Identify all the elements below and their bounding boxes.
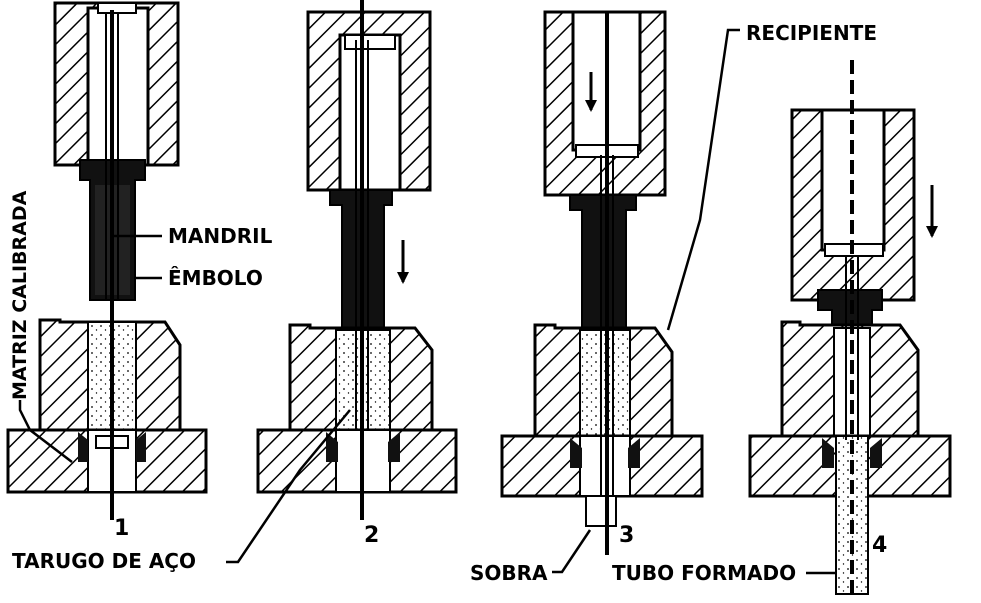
arrow-down-icon [397,240,409,284]
label-recipiente: RECIPIENTE [746,21,877,45]
arrow-down-icon [926,185,938,238]
label-sobra: SOBRA [470,561,548,585]
label-embolo: ÊMBOLO [168,266,263,290]
ram-stage-3 [569,194,637,331]
stage-4 [748,60,952,600]
label-tarugo: TARUGO DE AÇO [12,549,196,573]
step-number-2: 2 [364,523,379,548]
step-number-1: 1 [114,516,129,541]
container-stage-1 [53,1,180,167]
stage-1 [6,1,208,520]
stage-2 [256,0,458,520]
arrow-down-icon [585,72,597,112]
step-number-4: 4 [872,533,887,558]
label-tubo: TUBO FORMADO [612,561,796,585]
label-matriz: MATRIZ CALIBRADA [9,190,31,400]
label-mandril: MANDRIL [168,224,273,248]
step-number-3: 3 [619,523,634,548]
scrap-stage-3 [585,495,617,527]
stage-3 [500,10,704,555]
